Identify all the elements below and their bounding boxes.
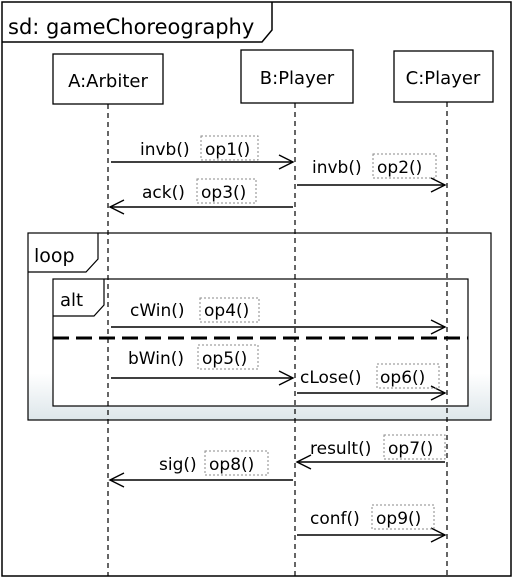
- frame-title: sd: gameChoreography: [8, 15, 254, 39]
- lifeline-b: B:Player: [240, 49, 354, 576]
- lifeline-c-head: [393, 50, 494, 103]
- message-m3-op: op3(): [201, 183, 246, 203]
- loop-fragment-label: loop: [34, 245, 75, 267]
- message-m7-name: result(): [310, 439, 371, 459]
- message-m5-op-box: [197, 344, 259, 370]
- message-m3: ack() op3(): [108, 178, 293, 215]
- message-m1-op-box: [200, 135, 259, 161]
- message-m7: result() op7(): [295, 434, 446, 470]
- message-m9: conf() op9(): [297, 504, 447, 543]
- message-m4-op: op4(): [204, 301, 249, 321]
- message-m6-name: cLose(): [300, 368, 362, 388]
- lifeline-a: A:Arbiter: [52, 53, 164, 576]
- message-m5-name: bWin(): [128, 349, 184, 369]
- message-m1-name: invb(): [140, 140, 190, 160]
- alt-fragment-tab: [53, 279, 105, 317]
- frame-title-tab: [2, 2, 273, 43]
- message-m2: invb() op2(): [297, 153, 447, 193]
- message-m9-op-box: [371, 504, 435, 530]
- lifeline-c-label: C:Player: [406, 68, 481, 89]
- lifeline-b-label: B:Player: [260, 68, 335, 89]
- message-m3-arrowhead: [108, 199, 125, 215]
- alt-fragment-label: alt: [60, 290, 83, 311]
- message-m8-arrowhead: [108, 472, 125, 488]
- message-m2-op-box: [372, 153, 437, 179]
- message-m1-op: op1(): [205, 140, 250, 160]
- message-m6: cLose() op6(): [297, 363, 447, 401]
- message-m5-op: op5(): [202, 349, 247, 369]
- message-m1: invb() op1(): [111, 135, 295, 170]
- message-m1-arrowhead: [278, 154, 295, 170]
- message-m4-op-box: [199, 297, 260, 323]
- message-m2-name: invb(): [312, 158, 362, 178]
- message-m2-arrowhead: [430, 177, 447, 193]
- message-m5-arrowhead: [278, 370, 295, 386]
- message-m4: cWin() op4(): [111, 297, 447, 335]
- loop-fragment-tab: [28, 233, 99, 273]
- message-m3-name: ack(): [142, 183, 185, 203]
- message-m7-op: op7(): [388, 439, 433, 459]
- message-m9-name: conf(): [310, 509, 360, 529]
- message-m2-op: op2(): [377, 158, 422, 178]
- message-m5: bWin() op5(): [111, 344, 295, 386]
- message-m9-op: op9(): [376, 509, 421, 529]
- message-m6-op: op6(): [380, 368, 425, 388]
- lifeline-a-label: A:Arbiter: [68, 71, 148, 92]
- message-m8: sig() op8(): [108, 450, 293, 488]
- message-m3-op-box: [196, 178, 257, 204]
- message-m7-arrowhead: [295, 454, 312, 470]
- message-m7-op-box: [383, 434, 446, 460]
- alt-fragment: [52, 278, 469, 407]
- lifeline-b-head: [240, 49, 354, 104]
- lifeline-c: C:Player: [393, 50, 494, 576]
- message-m9-arrowhead: [430, 527, 447, 543]
- message-m8-op: op8(): [209, 455, 254, 475]
- message-m6-op-box: [376, 363, 440, 389]
- message-m4-name: cWin(): [130, 301, 185, 321]
- message-m8-op-box: [204, 450, 269, 476]
- lifeline-a-head: [52, 53, 164, 105]
- message-m8-name: sig(): [159, 455, 197, 475]
- message-m4-arrowhead: [430, 319, 447, 335]
